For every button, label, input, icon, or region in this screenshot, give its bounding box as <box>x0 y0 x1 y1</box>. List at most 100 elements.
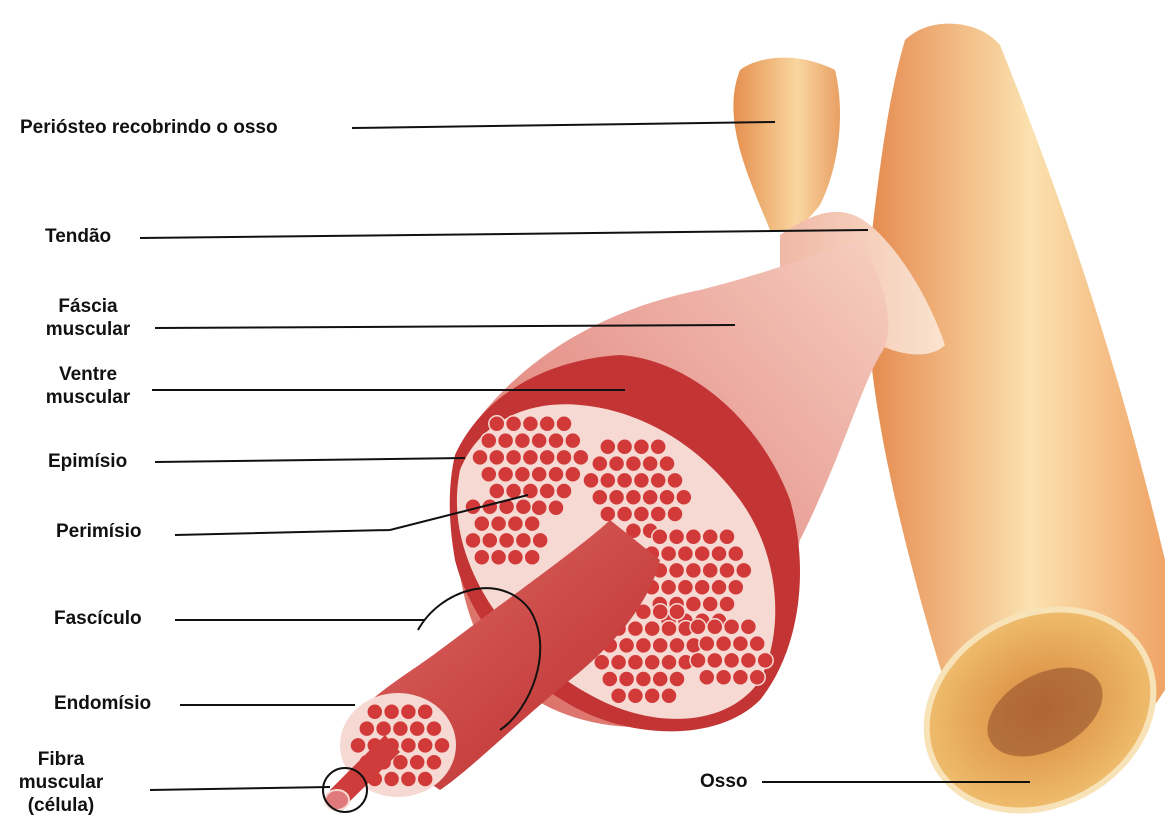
label-ventre: Ventre muscular <box>28 363 148 409</box>
fiber-dot <box>515 499 531 515</box>
fiber-dot <box>481 433 497 449</box>
fiber-dot <box>633 439 649 455</box>
fiber-dot <box>465 532 481 548</box>
fiber-dot <box>719 529 735 545</box>
fiber-dot <box>661 579 677 595</box>
fiber-dot <box>602 671 618 687</box>
fiber-dot <box>702 596 718 612</box>
fiber-dot <box>491 549 507 565</box>
label-fibra-line1: Fibra <box>6 748 116 771</box>
fiber-dot <box>417 704 433 720</box>
fiber-dot <box>384 771 400 787</box>
fiber-dot <box>644 654 660 670</box>
fiber-dot <box>400 704 416 720</box>
fiber-dot <box>531 433 547 449</box>
fiber-dot <box>532 532 548 548</box>
label-fascia-line2: muscular <box>28 318 148 341</box>
fiber-dot <box>669 604 685 620</box>
fiber-dot <box>417 771 433 787</box>
fiber-dot <box>409 721 425 737</box>
fiber-dot <box>650 472 666 488</box>
fiber-dot <box>659 489 675 505</box>
fiber-dot <box>635 671 651 687</box>
label-fascia: Fáscia muscular <box>28 295 148 341</box>
fiber-dot <box>482 532 498 548</box>
fiber-dot <box>522 449 538 465</box>
fiber-dot <box>740 652 756 668</box>
fiber-dot <box>685 529 701 545</box>
fiber-dot <box>757 652 773 668</box>
fiber-dot <box>702 562 718 578</box>
fiber-dot <box>749 669 765 685</box>
fiber-dot <box>625 456 641 472</box>
fiber-dot <box>650 506 666 522</box>
fiber-dot <box>719 562 735 578</box>
fiber-dot <box>627 654 643 670</box>
fiber-dot <box>669 637 685 653</box>
fiber-dot <box>426 721 442 737</box>
fiber-dot <box>669 671 685 687</box>
fiber-dot <box>491 516 507 532</box>
fiber-dot <box>617 439 633 455</box>
fiber-dot <box>749 636 765 652</box>
fiber-dot <box>724 619 740 635</box>
fiber-dot <box>499 532 515 548</box>
fiber-dot <box>539 416 555 432</box>
fiber-dot <box>690 652 706 668</box>
fiber-dot <box>659 456 675 472</box>
fiber-dot <box>507 549 523 565</box>
fiber-dot <box>652 671 668 687</box>
fiber-dot <box>392 721 408 737</box>
label-epimisio: Epimísio <box>48 450 127 473</box>
fiber-dot <box>619 671 635 687</box>
fiber-dot <box>707 619 723 635</box>
label-periosteo: Periósteo recobrindo o osso <box>20 116 278 139</box>
fiber-dot <box>384 704 400 720</box>
fiber-dot <box>565 466 581 482</box>
label-tendao: Tendão <box>45 225 111 248</box>
fiber-dot <box>702 529 718 545</box>
fiber-dot <box>600 472 616 488</box>
fiber-dot <box>627 621 643 637</box>
fiber-dot <box>642 456 658 472</box>
fiber-dot <box>652 637 668 653</box>
fiber-dot <box>667 506 683 522</box>
fiber-dot <box>514 433 530 449</box>
fiber-dot <box>409 754 425 770</box>
fiber-dot <box>573 449 589 465</box>
fiber-dot <box>474 549 490 565</box>
fiber-dot <box>507 516 523 532</box>
fiber-dot <box>669 562 685 578</box>
fiber-dot <box>609 456 625 472</box>
label-endomisio: Endomísio <box>54 692 151 715</box>
fiber-dot <box>600 439 616 455</box>
fiber-dot <box>716 636 732 652</box>
fiber-dot <box>426 754 442 770</box>
fiber-dot <box>548 500 564 516</box>
fiber-dot <box>531 500 547 516</box>
fiber-dot <box>699 636 715 652</box>
label-fascia-line1: Fáscia <box>28 295 148 318</box>
fiber-dot <box>652 604 668 620</box>
fiber-dot <box>367 704 383 720</box>
fiber-dot <box>650 439 666 455</box>
fiber-dot <box>669 529 685 545</box>
fiber-dot <box>716 669 732 685</box>
fiber-dot <box>707 652 723 668</box>
fiber-dot <box>376 721 392 737</box>
label-fibra-line3: (célula) <box>6 794 116 817</box>
fiber-dot <box>611 688 627 704</box>
fiber-dot <box>548 466 564 482</box>
fiber-dot <box>661 546 677 562</box>
fiber-dot <box>556 483 572 499</box>
fiber-dot <box>611 654 627 670</box>
fiber-dot <box>524 516 540 532</box>
fiber-dot <box>661 688 677 704</box>
fiber-dot <box>652 529 668 545</box>
fiber-dot <box>489 483 505 499</box>
fiber-dot <box>556 449 572 465</box>
fiber-dot <box>676 489 692 505</box>
label-ventre-line2: muscular <box>28 386 148 409</box>
fiber-dot <box>732 669 748 685</box>
